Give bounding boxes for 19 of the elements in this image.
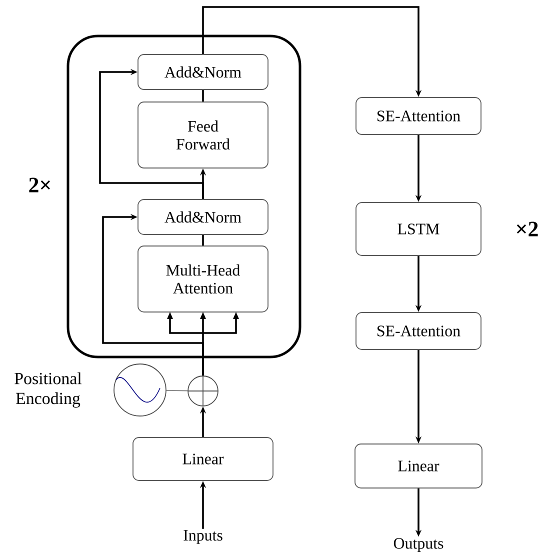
repeat-label: 2× [29,178,50,192]
process-box: Linear [354,444,482,488]
positional-encoding-circle [114,364,166,416]
process-box: Multi-Head Attention [138,246,268,312]
io-label: Outputs [394,538,444,552]
process-box: Linear [132,437,274,481]
io-label: Inputs [184,530,222,544]
process-box: Add&Norm [138,199,268,235]
layer-block [66,34,302,358]
arrow [102,214,204,376]
adder-circle [188,376,218,406]
process-box: SE-Attention [356,312,482,350]
process-box: SE-Attention [356,97,482,135]
process-box: Add&Norm [138,54,268,90]
process-box: LSTM [356,202,482,256]
side-label: Positional Encoding [14,372,82,408]
arrow [99,68,204,200]
process-box: Feed Forward [138,102,268,168]
repeat-label: ×2 [516,222,538,236]
